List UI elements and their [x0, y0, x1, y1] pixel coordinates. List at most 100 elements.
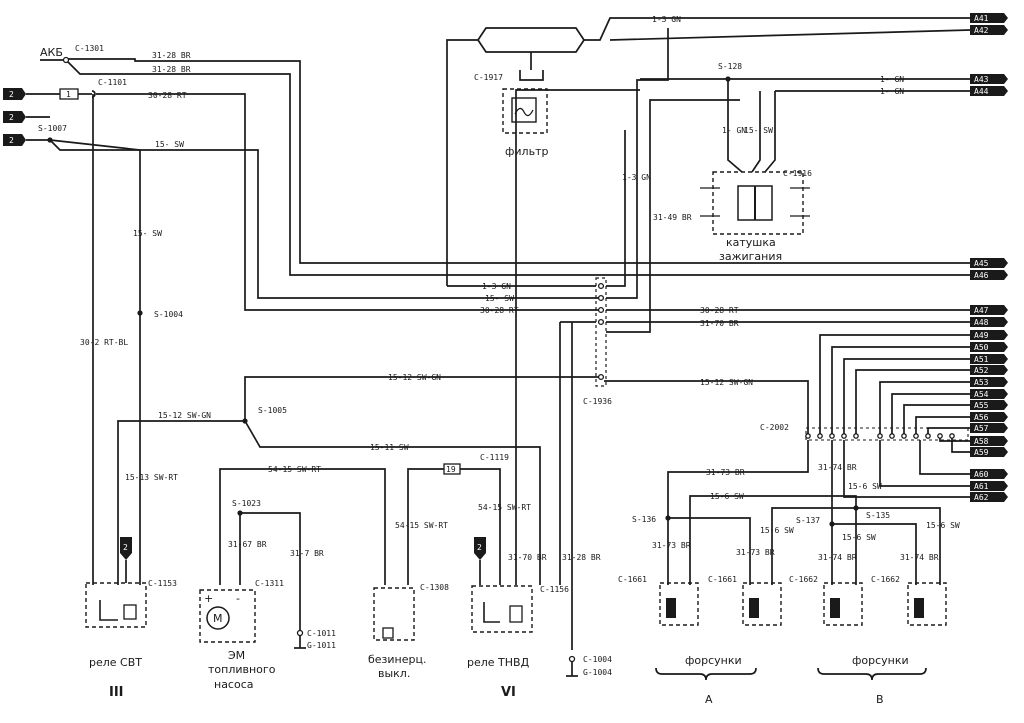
- s136-label: S-136: [632, 515, 656, 524]
- wire-31-70-br-right: 31-70 BR: [700, 319, 739, 328]
- right-terminal-tag: [970, 13, 1008, 23]
- wire-54-15-b: 54-15 SW-RT: [395, 521, 448, 530]
- injectors: C-1661 C-1661 C-1662 C-1662 форсунки А ф…: [618, 575, 947, 706]
- wire-15-sw-vertical: 15- SW: [133, 229, 162, 238]
- right-terminal-tag: [970, 481, 1008, 491]
- roman-6: VI: [501, 685, 516, 700]
- injector-harness: C-2002 31-73 BR S-136 31-73 BR: [632, 334, 970, 585]
- injectors-a-label: форсунки: [685, 654, 742, 667]
- right-terminal-tag: [970, 412, 1008, 422]
- relay-svt-k2: 2: [123, 543, 128, 552]
- wire-1-3-gn-top: 1-3 GN: [652, 15, 681, 24]
- c1662a-label: C-1662: [789, 575, 818, 584]
- wire-31-73-a: 31-73 BR: [652, 541, 691, 550]
- coil-label-2: зажигания: [719, 250, 782, 263]
- inertia-label-2: выкл.: [378, 667, 410, 680]
- right-terminal-tag: [970, 305, 1008, 315]
- wire-31-28-br-b: 31-28 BR: [152, 65, 191, 74]
- left-terminals: 2 2 2: [3, 88, 26, 146]
- c2002-label: C-2002: [760, 423, 789, 432]
- wire-54-15-c: 54-15 SW-RT: [478, 503, 531, 512]
- wire-15-12-a: 15-12 SW-GN: [158, 411, 211, 420]
- relay-tnvd-label: реле ТНВД: [467, 656, 530, 669]
- wire-31-28-br-a: 31-28 BR: [152, 51, 191, 60]
- wire-31-73-h: 31-73 BR: [706, 468, 745, 477]
- wire-15-6-c: 15-6 SW: [842, 533, 876, 542]
- akb-label: АКБ: [40, 46, 63, 59]
- right-terminal-tag: [970, 400, 1008, 410]
- right-terminal-label: A48: [974, 318, 989, 327]
- right-terminal-tag: [970, 25, 1008, 35]
- c1119-label: C-1119: [480, 453, 509, 462]
- s135-label: S-135: [866, 511, 890, 520]
- c1936-connector: C-1936 1-3 GN 15- SW 30-28 RT 1-3 GN 30-…: [446, 28, 970, 677]
- filter-label: фильтр: [505, 145, 548, 158]
- wire-1-gn-vertical: 1- GN: [722, 126, 746, 135]
- wire-15-6-h: 15-6 SW: [710, 492, 744, 501]
- wire-30-28-rt-right: 30-28 RT: [700, 306, 739, 315]
- c1308-label: C-1308: [420, 583, 449, 592]
- right-terminal-label: A43: [974, 75, 989, 84]
- wire-15-6-vertical: 15-6 SW: [848, 482, 882, 491]
- wire-15-11-sw: 15-11 SW: [370, 443, 409, 452]
- right-terminal-label: A52: [974, 366, 989, 375]
- c1011a-label: C-1011: [307, 629, 336, 638]
- wire-30-2-label: 30-2 RT-BL: [80, 338, 128, 347]
- wire-30-28-rt-top: 30-28 RT: [148, 91, 187, 100]
- c1156-label: C-1156: [540, 585, 569, 594]
- wire-31-7: 31-7 BR: [290, 549, 324, 558]
- motor-m: M: [213, 612, 223, 625]
- right-terminals: A41A42A43A44A45A46A47A48A49A50A51A52A53A…: [970, 13, 1008, 502]
- s1005-wiring: 15-12 SW-GN S-1005 15-12 SW-GN 15-12 SW-…: [117, 373, 809, 585]
- roman-3: III: [109, 685, 124, 700]
- left-terminal-3: 2: [9, 136, 14, 145]
- s137-label: S-137: [796, 516, 820, 525]
- left-terminal-1: 2: [9, 90, 14, 99]
- inertia-switch: 54-15 SW-RT 19 C-1119 54-15 SW-RT C-1308…: [368, 453, 531, 680]
- em-label-1: ЭМ: [228, 649, 245, 662]
- relay-svt: C-1153 2 реле СВТ III: [85, 537, 177, 700]
- relay-tnvd: 2 31-70 BR C-1156 реле ТНВД VI: [467, 89, 640, 700]
- c1916-label: C-1916: [783, 169, 812, 178]
- motor-plus: +: [204, 592, 213, 605]
- filter-section: 1-3 GN C-1917 фильтр: [474, 15, 971, 158]
- c1301-label: C-1301: [75, 44, 104, 53]
- right-terminal-label: A42: [974, 26, 989, 35]
- fuse-1-label: 1: [66, 90, 71, 99]
- right-terminal-tag: [970, 317, 1008, 327]
- wire-31-49-br: 31-49 BR: [653, 213, 692, 222]
- c1011b-label: G-1011: [307, 641, 336, 650]
- wire-15-sw-coil: 15- SW: [744, 126, 773, 135]
- right-terminal-tag: [970, 469, 1008, 479]
- right-terminal-label: A44: [974, 87, 989, 96]
- s1005-label: S-1005: [258, 406, 287, 415]
- group-a-label: А: [705, 693, 713, 706]
- right-terminal-label: A46: [974, 271, 989, 280]
- em-label-3: насоса: [214, 678, 254, 691]
- wire-54-15-a: 54-15 SW-RT: [268, 465, 321, 474]
- wire-15-6-a: 15-6 SW: [760, 526, 794, 535]
- c1936-label: C-1936: [583, 397, 612, 406]
- wire-31-70-vertical: 31-70 BR: [508, 553, 547, 562]
- right-terminal-label: A60: [974, 470, 989, 479]
- fuel-pump-em: 54-15 SW-RT S-1023 31-67 BR 31-7 BR C-13…: [199, 465, 386, 691]
- right-terminal-label: A50: [974, 343, 989, 352]
- right-terminal-tag: [970, 436, 1008, 446]
- wire-15-13-label: 15-13 SW-RT: [125, 473, 178, 482]
- right-terminal-tag: [970, 492, 1008, 502]
- right-terminal-label: A58: [974, 437, 989, 446]
- group-b-label: В: [876, 693, 884, 706]
- injectors-b-label: форсунки: [852, 654, 909, 667]
- s128-label: S-128: [718, 62, 742, 71]
- c1153-label: C-1153: [148, 579, 177, 588]
- wire-1-3-gn-vertical: 1-3 GN: [622, 173, 651, 182]
- right-terminal-label: A55: [974, 401, 989, 410]
- c1004a-label: C-1004: [583, 655, 612, 664]
- right-terminal-label: A53: [974, 378, 989, 387]
- wire-31-74-b: 31-74 BR: [900, 553, 939, 562]
- right-terminal-tag: [970, 270, 1008, 280]
- right-terminal-label: A41: [974, 14, 989, 23]
- relay-tnvd-k2: 2: [477, 543, 482, 552]
- right-terminal-label: A57: [974, 424, 989, 433]
- wire-1-gn-b: 1- GN: [880, 87, 904, 96]
